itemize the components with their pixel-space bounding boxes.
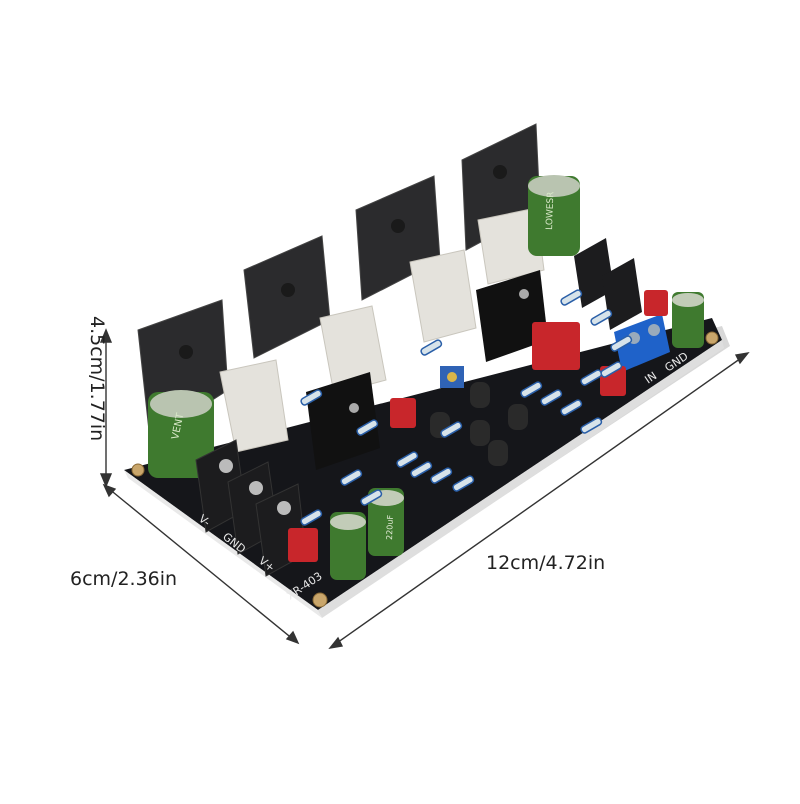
capacitor-value-text: 220uF	[385, 514, 395, 540]
width-arrow-start	[102, 483, 117, 498]
resistor	[420, 339, 443, 356]
large-capacitor: LOWESR	[528, 175, 580, 256]
resistor	[610, 335, 633, 352]
resistor	[300, 389, 323, 406]
large-capacitor: VENT	[148, 390, 214, 478]
mounting-holes	[131, 331, 719, 608]
pcb-edge-front	[318, 340, 724, 618]
resistor	[430, 467, 453, 484]
ceramic-resistor	[477, 207, 545, 285]
height-arrow-bottom	[99, 473, 113, 488]
resistor	[396, 451, 419, 468]
film-capacitor	[288, 528, 318, 562]
ceramic-resistor	[409, 249, 477, 343]
mount-hole	[131, 463, 145, 477]
power-transistor	[243, 235, 331, 359]
resistor	[580, 417, 603, 434]
film-capacitors	[288, 290, 668, 562]
heatsink	[306, 372, 380, 470]
small-transistor	[470, 382, 490, 408]
film-capacitor	[532, 322, 580, 370]
resistor	[340, 469, 363, 486]
resistor	[600, 361, 623, 378]
small-capacitor	[672, 292, 704, 348]
dimension-lines	[99, 328, 750, 649]
length-dimension-label: 12cm/4.72in	[486, 552, 606, 574]
trim-screw	[447, 372, 457, 382]
mount-hole	[705, 331, 719, 345]
length-arrow-start	[328, 636, 344, 649]
mount-hole	[312, 592, 328, 608]
small-capacitor	[330, 512, 366, 580]
film-capacitor	[644, 290, 668, 316]
resistor	[360, 489, 383, 506]
length-dimension-line	[333, 355, 745, 646]
resistor	[452, 475, 475, 492]
resistor	[540, 389, 563, 406]
resistor	[440, 421, 463, 438]
ceramic-resistors	[219, 207, 545, 453]
small-transistor	[470, 420, 490, 446]
height-dimension-label: 4.5cm/1.77in	[86, 316, 108, 442]
small-transistor	[488, 440, 508, 466]
resistor	[590, 309, 613, 326]
film-capacitor	[390, 398, 416, 428]
heatsink	[476, 270, 548, 362]
width-dimension-line	[107, 487, 295, 641]
ceramic-resistor	[319, 305, 387, 395]
resistor	[520, 381, 543, 398]
resistor	[410, 461, 433, 478]
input-terminal-block	[574, 238, 642, 330]
resistor	[560, 399, 583, 416]
resistor	[356, 419, 379, 436]
electrolytic-capacitors: VENT LOWESR 220uF	[148, 175, 704, 580]
width-arrow-end	[285, 630, 300, 645]
width-dimension-label: 6cm/2.36in	[70, 568, 178, 590]
resistor	[560, 289, 583, 306]
small-transistor	[508, 404, 528, 430]
driver-heatsinks	[306, 270, 548, 470]
length-arrow-end	[734, 352, 750, 365]
resistor-array	[300, 289, 633, 526]
capacitor-series-text: LOWESR	[545, 191, 556, 230]
height-arrow-top	[99, 328, 113, 343]
ceramic-resistor	[219, 359, 289, 453]
pcb-edge	[124, 470, 322, 618]
resistor	[300, 509, 323, 526]
